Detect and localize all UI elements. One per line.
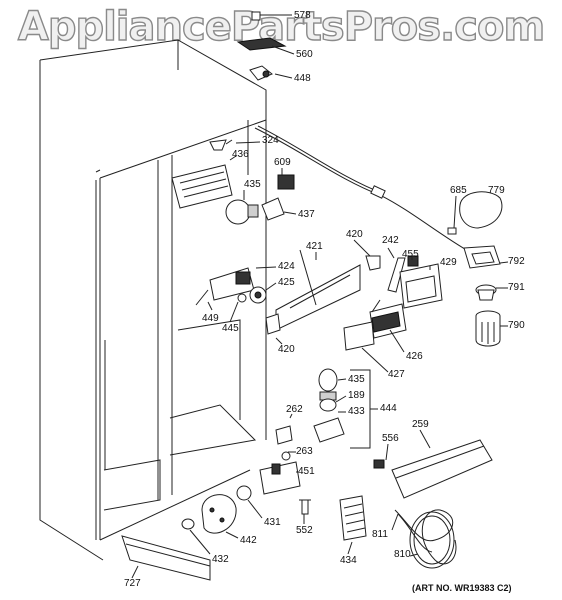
callout-425: 425 (278, 277, 295, 288)
callout-424: 424 (278, 261, 295, 272)
callout-429: 429 (440, 257, 457, 268)
callout-810: 810 (394, 549, 411, 560)
bottom-hinge (259, 425, 301, 495)
socket (261, 174, 297, 221)
callout-445: 445 (222, 323, 239, 334)
cabinet-outline (39, 39, 267, 561)
callout-451: 451 (298, 466, 315, 477)
wire-harness (254, 125, 471, 253)
callout-455: 455 (402, 249, 419, 260)
light-housing (171, 139, 233, 209)
callout-421: 421 (306, 241, 323, 252)
light-bulb (225, 199, 259, 225)
callout-420-bottom: 420 (278, 344, 295, 355)
callout-242: 242 (382, 235, 399, 246)
lamp-assembly (313, 368, 378, 449)
top-hinge-parts (236, 11, 295, 81)
callout-263: 263 (296, 446, 313, 457)
callout-262: 262 (286, 404, 303, 415)
watermark-logo: AppliancePartsPros.com (17, 3, 546, 50)
callout-609: 609 (274, 157, 291, 168)
thermostat-group (195, 267, 267, 306)
callout-435-top: 435 (244, 179, 261, 190)
callout-552: 552 (296, 525, 313, 536)
callout-435-lamp: 435 (348, 374, 365, 385)
callout-560: 560 (296, 49, 313, 60)
kickplate (121, 535, 211, 581)
callout-811: 811 (372, 529, 388, 540)
callout-432: 432 (212, 554, 229, 565)
cover-259 (373, 439, 493, 499)
callout-426: 426 (406, 351, 423, 362)
callout-449: 449 (202, 313, 219, 324)
art-number: (ART NO. WR19383 C2) (412, 583, 512, 593)
callout-779: 779 (488, 185, 505, 196)
callout-685: 685 (450, 185, 467, 196)
callout-431: 431 (264, 517, 281, 528)
water-tubing (394, 509, 457, 569)
callout-427: 427 (388, 369, 405, 380)
leader-lines (131, 14, 509, 579)
bracket-group (387, 255, 443, 309)
callout-448: 448 (294, 73, 311, 84)
screw (299, 499, 311, 515)
callout-578: 578 (294, 10, 311, 21)
display-module (343, 299, 407, 351)
callout-790: 790 (508, 320, 525, 331)
callout-436: 436 (232, 149, 249, 160)
callout-189: 189 (348, 390, 365, 401)
callout-444: 444 (380, 403, 397, 414)
callout-556: 556 (382, 433, 399, 444)
callout-442: 442 (240, 535, 257, 546)
callout-437: 437 (298, 209, 315, 220)
water-filter-parts (447, 191, 503, 347)
callout-324: 324 (262, 135, 279, 146)
callout-434: 434 (340, 555, 357, 566)
damper-parts (181, 485, 252, 534)
callout-792: 792 (508, 256, 525, 267)
callout-791: 791 (508, 282, 525, 293)
callout-259: 259 (412, 419, 429, 430)
callout-420-top: 420 (346, 229, 363, 240)
callout-433: 433 (348, 406, 365, 417)
grille (339, 495, 367, 541)
control-housing (265, 249, 381, 335)
callout-727: 727 (124, 578, 141, 589)
